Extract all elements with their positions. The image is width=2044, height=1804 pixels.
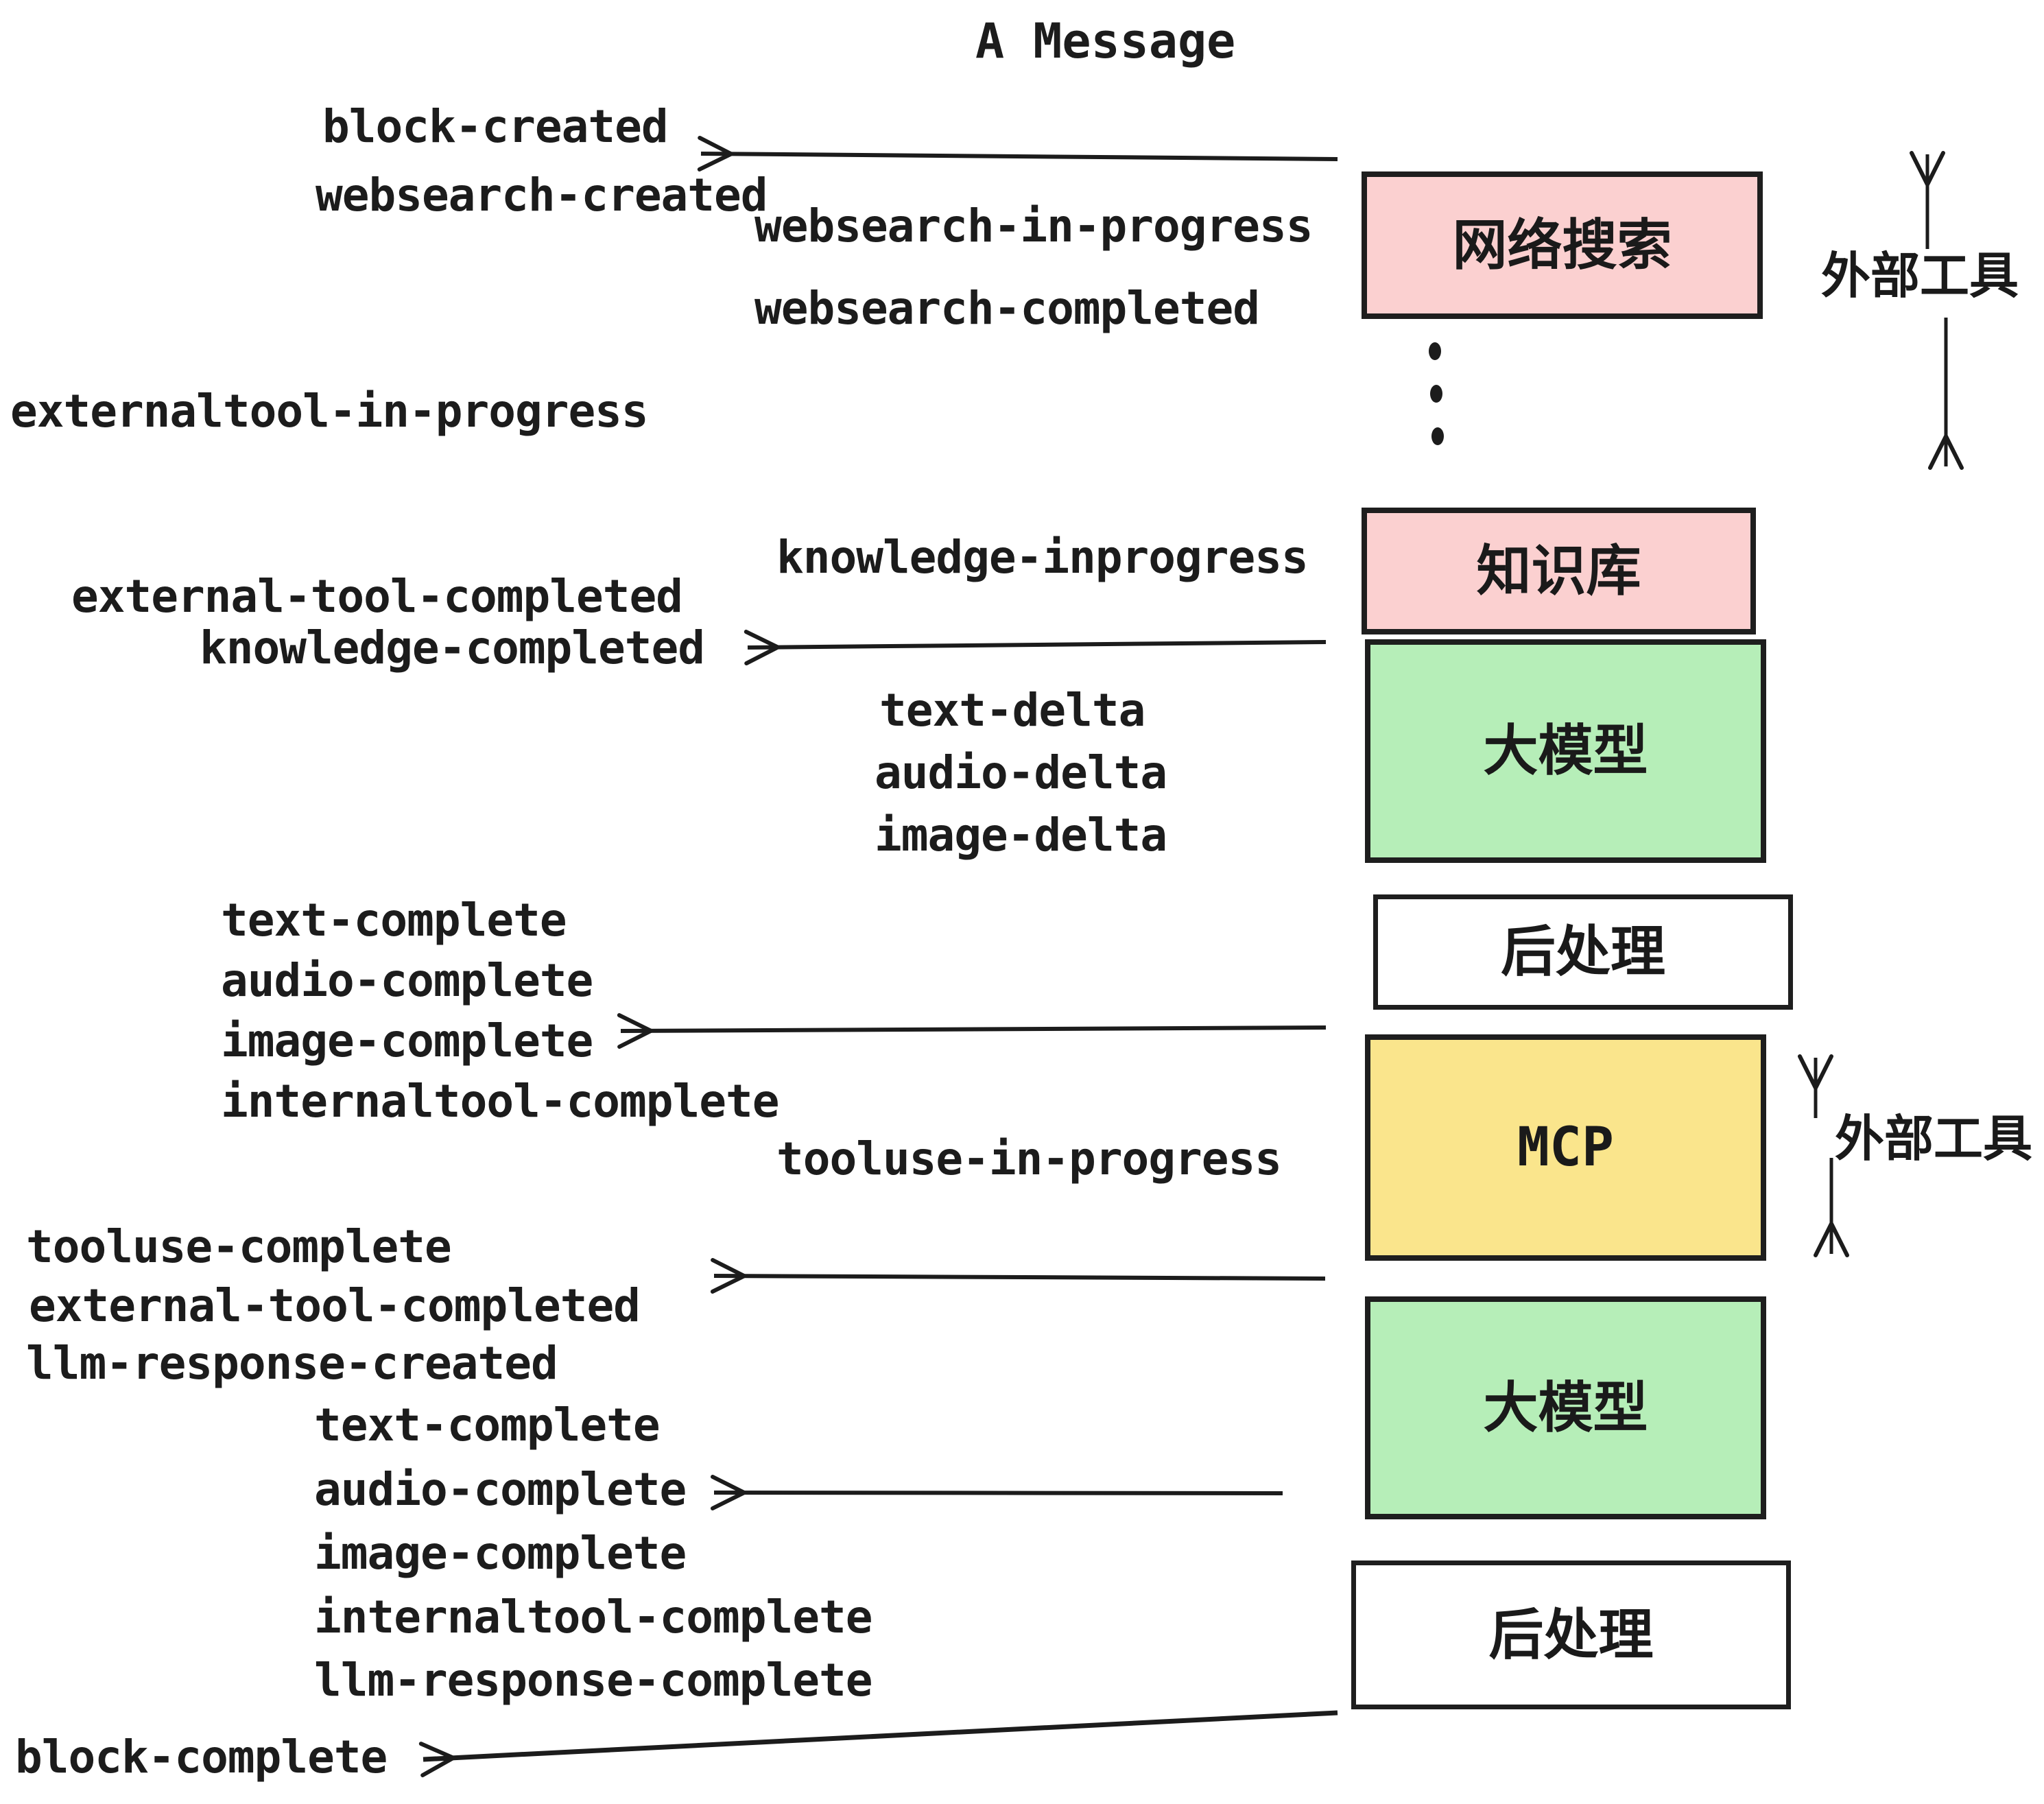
event-text-complete: text-complete <box>221 894 567 947</box>
box-llm-1-label: 大模型 <box>1483 720 1648 781</box>
event-audio-complete: audio-complete <box>221 954 593 1007</box>
event-knowledge-completed: knowledge-completed <box>200 621 705 674</box>
box-knowledge-label: 知识库 <box>1476 540 1641 602</box>
event-image-delta: image-delta <box>875 809 1167 862</box>
arrow-internal-complete-1 <box>617 1013 1327 1049</box>
arrow-tooluse-complete <box>710 1257 1326 1294</box>
arrow-knowledge-completed <box>744 630 1327 666</box>
box-llm-2: 大模型 <box>1365 1296 1766 1519</box>
event-externaltool-in-progress: externaltool-in-progress <box>10 385 649 438</box>
event-internaltool-complete-2: internaltool-complete <box>314 1591 872 1643</box>
box-websearch: 网络搜索 <box>1362 171 1763 319</box>
diagram-title: A Message <box>975 13 1236 69</box>
box-post-1: 后处理 <box>1373 894 1793 1010</box>
event-image-complete-2: image-complete <box>314 1527 687 1580</box>
event-websearch-in-progress: websearch-in-progress <box>754 200 1313 252</box>
event-tooluse-in-progress: tooluse-in-progress <box>776 1132 1282 1185</box>
box-mcp-label: MCP <box>1517 1117 1614 1178</box>
event-llm-response-created: llm-response-created <box>26 1337 558 1390</box>
box-knowledge: 知识库 <box>1362 508 1756 634</box>
arrow-block-complete <box>418 1710 1338 1778</box>
arrow-websearch-created <box>697 135 1338 171</box>
event-internaltool-complete: internaltool-complete <box>221 1075 779 1128</box>
box-llm-1: 大模型 <box>1365 639 1766 863</box>
event-audio-complete-2: audio-complete <box>314 1463 687 1516</box>
event-block-complete: block-complete <box>15 1731 388 1783</box>
side-label-external-tools-1: 外部工具 <box>1821 249 2019 304</box>
event-text-delta: text-delta <box>879 684 1145 737</box>
box-mcp: MCP <box>1365 1034 1766 1261</box>
box-post-1-label: 后处理 <box>1501 921 1665 982</box>
event-text-complete-2: text-complete <box>314 1399 661 1451</box>
event-llm-response-complete: llm-response-complete <box>314 1654 872 1707</box>
event-websearch-created: websearch-created <box>316 169 768 222</box>
box-post-2-label: 后处理 <box>1488 1604 1654 1665</box>
event-external-tool-completed: external-tool-completed <box>71 570 683 623</box>
box-llm-2-label: 大模型 <box>1483 1377 1648 1438</box>
vertical-ellipsis-dots <box>1429 342 1444 445</box>
event-tooluse-complete: tooluse-complete <box>26 1220 452 1273</box>
box-post-2: 后处理 <box>1351 1560 1791 1709</box>
event-knowledge-inprogress: knowledge-inprogress <box>776 531 1309 584</box>
event-websearch-completed: websearch-completed <box>754 282 1260 335</box>
event-block-created: block-created <box>322 100 669 153</box>
side-label-external-tools-2: 外部工具 <box>1835 1112 2033 1167</box>
event-audio-delta: audio-delta <box>875 746 1167 799</box>
event-external-tool-completed-2: external-tool-completed <box>29 1279 641 1332</box>
box-websearch-label: 网络搜索 <box>1452 214 1672 276</box>
event-image-complete: image-complete <box>221 1014 593 1067</box>
